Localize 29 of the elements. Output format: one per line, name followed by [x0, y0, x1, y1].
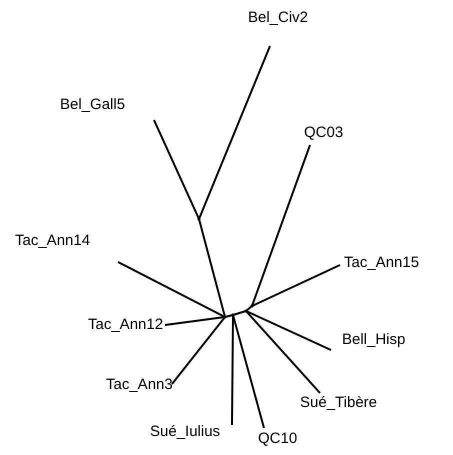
taxon-label: QC03 — [304, 124, 344, 142]
tree-branch — [118, 261, 226, 318]
branch-point — [244, 310, 248, 312]
branch-point — [250, 304, 254, 308]
tree-branch — [198, 46, 271, 220]
taxon-label: Tac_Ann15 — [344, 254, 420, 272]
taxon-label: Tac_Ann3 — [106, 376, 173, 394]
taxon-label: QC10 — [258, 430, 298, 448]
taxon-label: Sué_Tibère — [300, 394, 377, 412]
taxon-label: Sué_Iulius — [150, 423, 220, 441]
branch-point — [198, 218, 200, 220]
branch-point — [232, 314, 234, 316]
tree-branch — [232, 310, 246, 316]
tree-branch — [198, 218, 226, 318]
tree-branch — [252, 264, 340, 307]
taxon-label: Bel_Civ2 — [248, 9, 308, 27]
taxon-label: Bell_Hisp — [342, 331, 406, 349]
tree-branch — [245, 310, 321, 394]
tree-branch — [232, 314, 265, 428]
tree-branch — [251, 144, 311, 306]
tree-branch — [246, 310, 332, 351]
taxon-label: Tac_Ann14 — [15, 232, 90, 250]
tree-branch — [171, 316, 226, 385]
tree-branch — [153, 120, 200, 220]
tree-branch — [231, 314, 234, 426]
tree-branch — [164, 316, 226, 326]
branch-point — [224, 316, 226, 318]
taxon-label: Bel_Gall5 — [60, 96, 126, 114]
taxon-label: Tac_Ann12 — [88, 316, 164, 334]
